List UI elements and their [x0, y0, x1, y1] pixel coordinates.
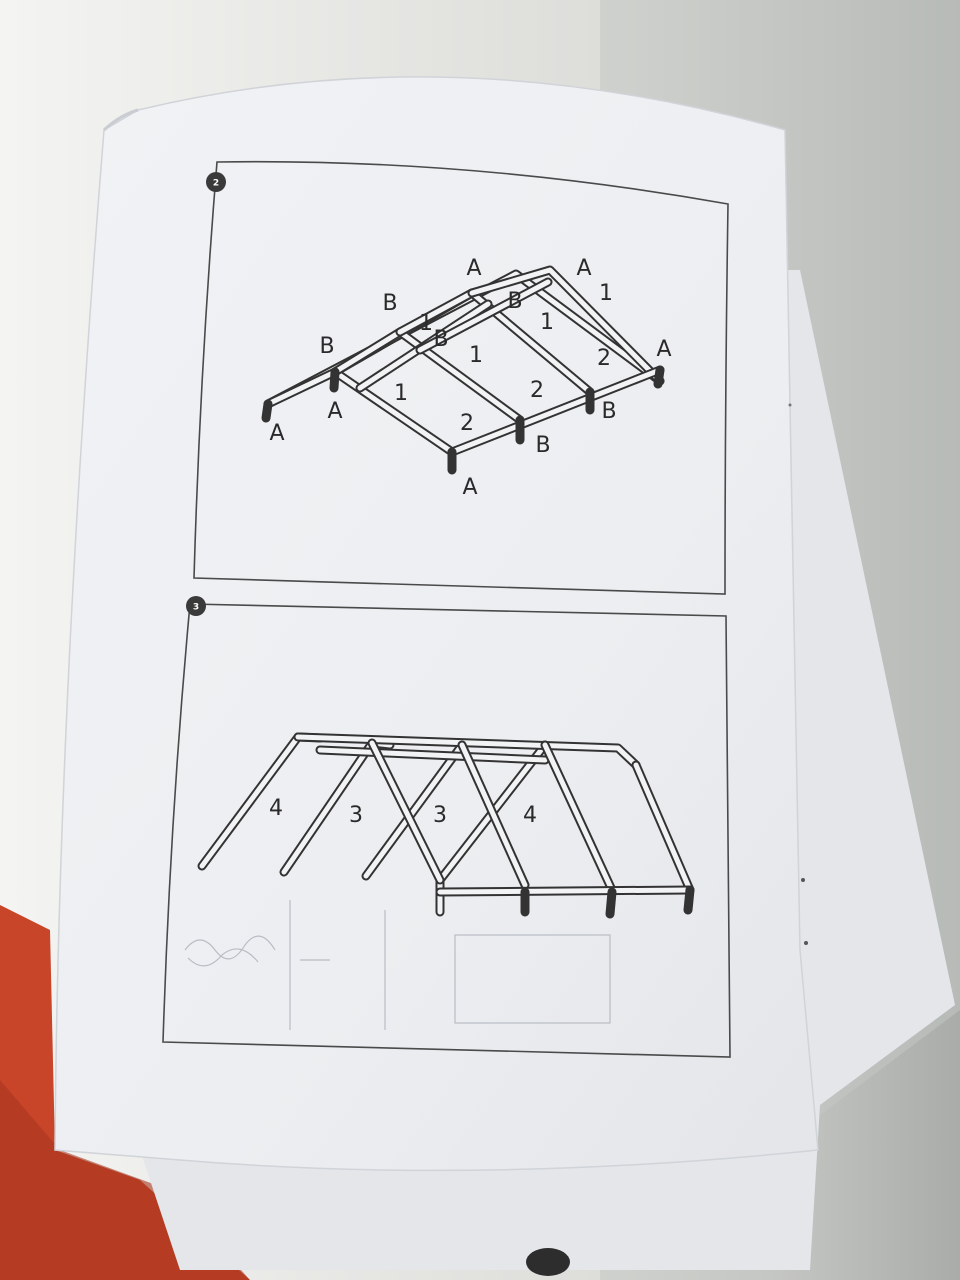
label-b: B [601, 399, 616, 424]
label-b: B [535, 433, 550, 458]
label-4: 4 [269, 796, 283, 821]
instruction-sheet [54, 76, 819, 1172]
sheet-notch [801, 878, 805, 882]
step-2-badge [206, 172, 226, 192]
label-1: 1 [469, 343, 483, 368]
foot-1 [261, 399, 273, 423]
label-1: 1 [419, 311, 433, 336]
label-2: 2 [597, 346, 611, 371]
step-3-panel: 3 [162, 596, 731, 1058]
foot-3c [683, 885, 695, 915]
label-1: 1 [599, 281, 613, 306]
label-2: 2 [530, 378, 544, 403]
label-b: B [433, 327, 448, 352]
frame-drawing-step-3 [197, 732, 695, 919]
pencil-doodle [184, 900, 611, 1030]
step-3-number: 3 [193, 603, 199, 613]
foot-5 [653, 365, 665, 389]
step-2-panel: 2 [193, 160, 729, 595]
sheet-notch [788, 403, 792, 407]
label-3: 3 [433, 803, 447, 828]
label-b: B [319, 334, 334, 359]
step-2-frame [193, 160, 729, 595]
label-a: A [466, 256, 481, 281]
step-3-badge [186, 596, 206, 616]
label-a: A [269, 421, 284, 446]
label-b: B [507, 289, 522, 314]
label-3: 3 [349, 803, 363, 828]
step-2-number: 2 [213, 179, 219, 189]
foot-3b [605, 887, 617, 919]
step-3-frame [162, 603, 731, 1058]
label-4: 4 [523, 803, 537, 828]
foot-6 [329, 367, 340, 393]
sheet-edge-shadow [102, 108, 139, 132]
label-a: A [576, 256, 591, 281]
label-a: A [462, 475, 477, 500]
label-b: B [382, 291, 397, 316]
clip-object [526, 1248, 570, 1276]
label-2: 2 [460, 411, 474, 436]
label-1: 1 [540, 310, 554, 335]
label-a: A [656, 337, 671, 362]
frame-drawing-step-2 [261, 265, 665, 475]
label-a: A [327, 399, 342, 424]
label-1: 1 [394, 381, 408, 406]
sheet-notch [804, 941, 808, 945]
